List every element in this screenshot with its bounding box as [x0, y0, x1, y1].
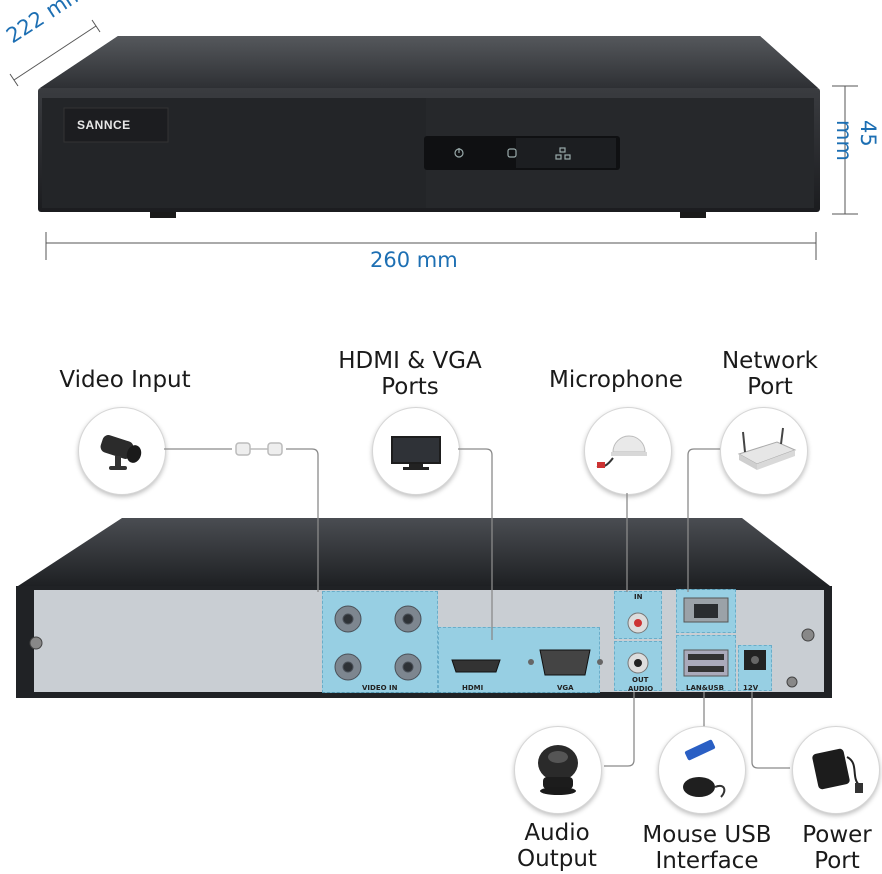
depth-dimension-line: [9, 19, 101, 87]
audio-in-jack: [627, 612, 649, 634]
callout-power-port: Power Port: [792, 822, 882, 874]
hdmi-line: [458, 448, 493, 640]
screw-left: [29, 636, 43, 650]
width-dimension-line: [45, 232, 817, 260]
ground-screw: [786, 676, 798, 688]
microphone-icon: [596, 435, 647, 468]
callout-power-line2: Port: [814, 848, 860, 874]
router-icon: [737, 427, 797, 470]
microphone-circle: [584, 407, 672, 495]
callout-hdmi-vga-line1: HDMI & VGA: [338, 348, 482, 374]
audio-out-label: OUT: [632, 676, 649, 684]
power-12v-label: 12V: [743, 684, 759, 692]
audio-in-label: IN: [634, 593, 643, 601]
network-line: [687, 448, 720, 592]
callout-mouse-line1: Mouse USB: [642, 822, 772, 848]
callout-network-line2: Port: [747, 374, 793, 400]
vga-port-icon: [528, 649, 603, 676]
callout-video-input: Video Input: [59, 367, 191, 393]
callout-network-line1: Network: [721, 348, 819, 374]
usb-port-icon: [683, 649, 729, 677]
callout-audio-line1: Audio: [524, 820, 590, 846]
audio-label: AUDIO: [628, 685, 654, 693]
power-adapter-icon: [812, 748, 863, 793]
bnc-ports: [334, 605, 422, 681]
monitor-icon: [391, 436, 441, 470]
router-circle: [720, 407, 808, 495]
speaker-circle: [514, 726, 602, 814]
lan-port-icon: [683, 597, 729, 623]
power-port-icon: [744, 650, 766, 670]
bnc-cable-icon: [235, 442, 283, 456]
callout-audio-output: Audio Output: [496, 820, 618, 872]
audio-out-jack: [627, 652, 649, 674]
usb-mouse-icon: [683, 739, 726, 798]
bullet-camera-icon: [100, 435, 142, 470]
monitor-circle: [372, 407, 460, 495]
front-view: [9, 19, 858, 260]
camera-circle: [78, 407, 166, 495]
power-line: [751, 692, 790, 769]
callout-power-line1: Power: [802, 822, 872, 848]
brand-plate: [63, 107, 169, 143]
callout-hdmi-vga: HDMI & VGA Ports: [330, 348, 490, 400]
rear-ports: [334, 597, 766, 681]
callout-network: Network Port: [706, 348, 834, 400]
callout-mouse-line2: Interface: [655, 848, 759, 874]
brand-logo: SANNCE: [77, 118, 131, 132]
audio-output-line: [604, 692, 635, 767]
video-input-line: [286, 448, 319, 592]
screw-right: [801, 628, 815, 642]
speaker-icon: [538, 745, 578, 795]
callout-mouse-usb: Mouse USB Interface: [632, 822, 782, 874]
mouse-circle: [658, 726, 746, 814]
callout-hdmi-vga-line2: Ports: [381, 374, 439, 400]
height-dimension-line: [832, 85, 858, 215]
vga-label: VGA: [557, 684, 574, 692]
hdmi-port-icon: [451, 659, 501, 673]
callout-microphone: Microphone: [549, 367, 683, 393]
callout-audio-line2: Output: [517, 846, 597, 872]
width-label: 260 mm: [370, 248, 458, 272]
video-in-label: VIDEO IN: [362, 684, 398, 692]
network-led-icon: [555, 147, 571, 160]
adapter-circle: [792, 726, 880, 814]
hdd-led-icon: [507, 148, 517, 158]
hdmi-label: HDMI: [462, 684, 484, 692]
lan-usb-label: LAN&USB: [686, 684, 724, 692]
